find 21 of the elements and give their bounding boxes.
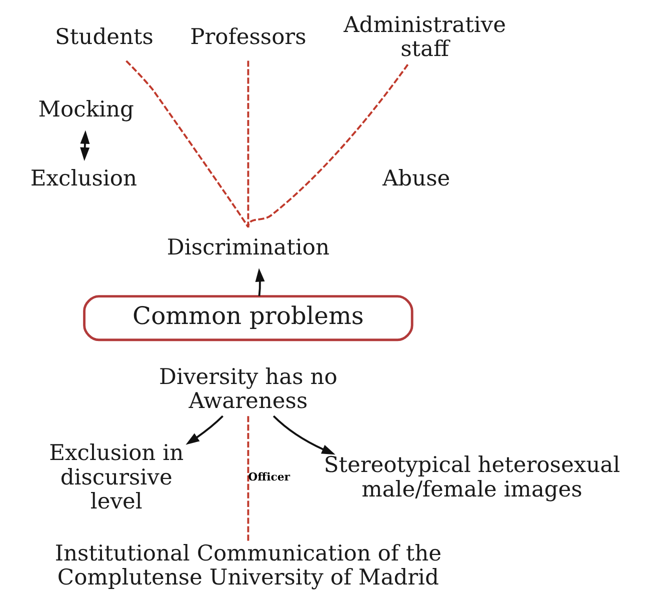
connector bbox=[126, 60, 250, 228]
connector bbox=[247, 64, 409, 228]
node-text: Administrative staff bbox=[344, 12, 506, 62]
arrow bbox=[272, 415, 336, 455]
connector bbox=[247, 416, 250, 542]
node-text: Exclusion in discursive level bbox=[49, 441, 184, 515]
node-box: Common problems bbox=[83, 295, 414, 342]
node-text: Institutional Communication of the Complutense University of Madrid bbox=[54, 542, 442, 591]
arrow bbox=[186, 415, 224, 445]
arrow bbox=[255, 268, 265, 296]
node-text: Students bbox=[55, 25, 154, 50]
node-text: Abuse bbox=[382, 166, 450, 192]
node-text: Diversity has no Awareness bbox=[159, 364, 338, 414]
node-text: Discrimination bbox=[166, 235, 330, 260]
node-text: Exclusion bbox=[30, 166, 137, 192]
connector bbox=[247, 60, 250, 228]
edge-label: Officer bbox=[248, 470, 290, 484]
node-text: Mocking bbox=[38, 98, 134, 123]
node-text: Stereotypical heterosexual male/female images bbox=[324, 453, 620, 502]
arrow bbox=[80, 130, 90, 162]
node-text: Professors bbox=[190, 25, 306, 50]
